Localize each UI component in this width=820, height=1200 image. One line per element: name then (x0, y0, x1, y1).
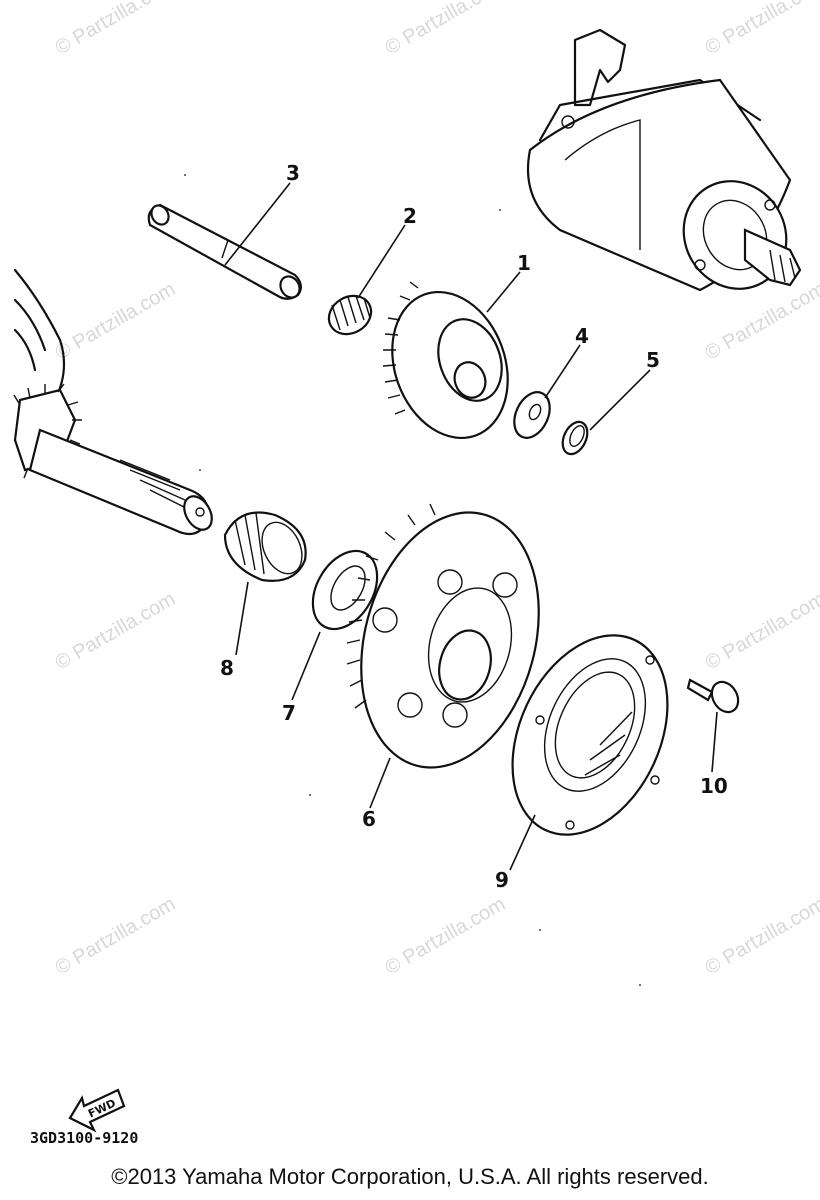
fwd-arrow-icon: FWD (68, 1088, 126, 1133)
diagram-code: 3GD3100-9120 (30, 1129, 138, 1147)
copyright-text: ©2013 Yamaha Motor Corporation, U.S.A. A… (111, 1164, 709, 1189)
watermark-text: © Partzilla.com (382, 893, 510, 979)
callout-5: 5 (646, 348, 660, 372)
watermark-text: © Partzilla.com (702, 588, 820, 674)
callout-2: 2 (403, 204, 417, 228)
part-5-circlip (561, 420, 589, 456)
callout-7: 7 (282, 701, 296, 725)
callout-3: 3 (286, 161, 300, 185)
watermark-text: © Partzilla.com (52, 0, 180, 59)
part-4-washer (513, 391, 551, 439)
callout-4: 4 (575, 324, 589, 348)
starter-motor (526, 28, 802, 292)
watermark-text: © Partzilla.com (52, 893, 180, 979)
leader-lines (224, 182, 718, 871)
part-7-washer (311, 549, 379, 631)
watermark-text: © Partzilla.com (702, 0, 820, 59)
watermark-text: © Partzilla.com (52, 278, 180, 364)
part-1-idle-gear (382, 281, 509, 440)
callout-8: 8 (220, 656, 234, 680)
part-10-bolt (686, 678, 740, 714)
part-6-wheel-gear (346, 503, 540, 769)
callout-6: 6 (362, 807, 376, 831)
part-3-shaft (147, 203, 302, 300)
part-9-clutch (511, 634, 669, 836)
specks (184, 174, 641, 986)
callout-1: 1 (517, 251, 531, 275)
callout-9: 9 (495, 868, 509, 892)
watermark-text: © Partzilla.com (52, 588, 180, 674)
part-2-needle-bearing (327, 294, 373, 336)
watermark-text: © Partzilla.com (702, 278, 820, 364)
watermark-text: © Partzilla.com (382, 0, 510, 59)
part-8-bearing (223, 511, 307, 582)
crankshaft (13, 268, 213, 536)
watermark-text: © Partzilla.com (702, 893, 820, 979)
callout-10: 10 (700, 774, 728, 798)
